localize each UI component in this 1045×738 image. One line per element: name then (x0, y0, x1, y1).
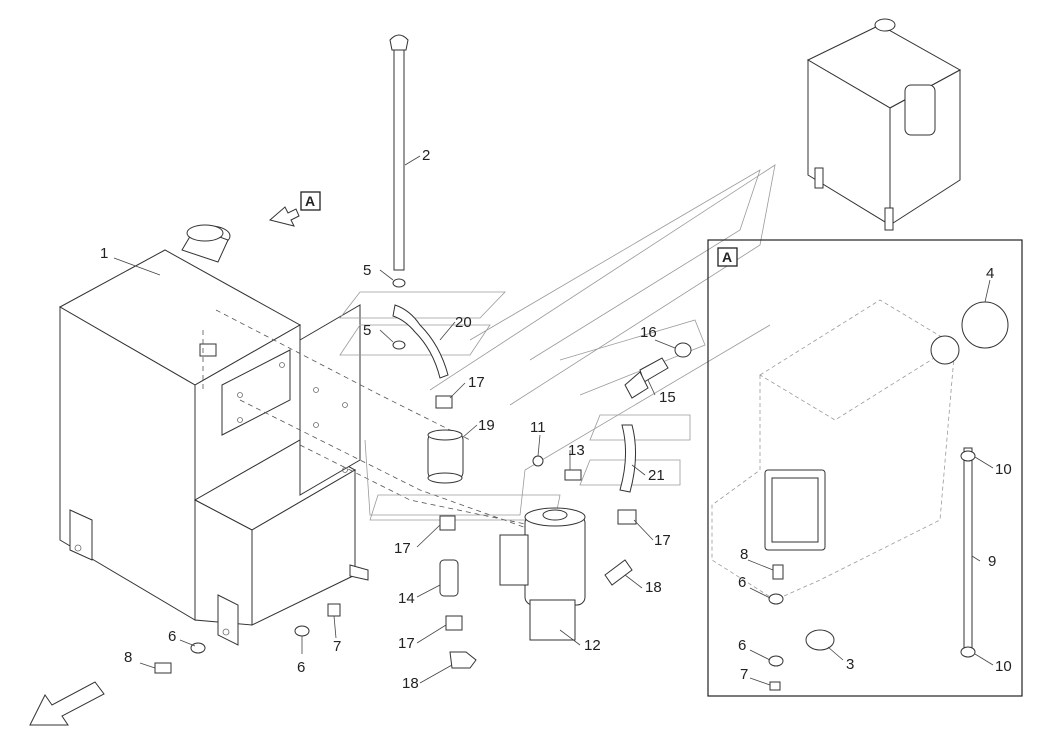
callout-7: 7 (333, 638, 341, 655)
callout-10: 10 (995, 658, 1012, 675)
hose (392, 304, 449, 379)
callout-17: 17 (394, 540, 411, 557)
detail-marker-a: A (717, 247, 738, 267)
cap (674, 342, 692, 358)
callout-8: 8 (124, 649, 132, 666)
callout-19: 19 (478, 417, 495, 434)
view-arrow-icon (268, 206, 300, 227)
sight-tube (963, 447, 973, 657)
callout-4: 4 (986, 265, 994, 282)
callout-6: 6 (738, 574, 746, 591)
callout-18: 18 (645, 579, 662, 596)
callout-13: 13 (568, 442, 585, 459)
washer (294, 625, 310, 637)
callout-20: 20 (455, 314, 472, 331)
view-marker-a: A (300, 191, 321, 211)
callout-16: 16 (640, 324, 657, 341)
o-ring (392, 278, 406, 288)
o-ring (392, 340, 406, 350)
callout-6: 6 (168, 628, 176, 645)
callout-5: 5 (363, 262, 371, 279)
fitting (617, 509, 637, 525)
nut (769, 681, 781, 691)
fitting (439, 515, 456, 531)
svg-text:A: A (722, 249, 732, 265)
elbow-fitting (639, 357, 669, 383)
callout-6: 6 (297, 659, 305, 676)
inset-tank-view (806, 18, 962, 231)
hydraulic-tank (58, 224, 369, 646)
callout-5: 5 (363, 322, 371, 339)
callout-11: 11 (530, 419, 546, 436)
detail-tank (711, 299, 1009, 601)
detail-a-frame (707, 239, 1023, 697)
elbow-fitting (604, 559, 633, 586)
hose (619, 424, 637, 493)
callout-9: 9 (988, 553, 996, 570)
clamp (960, 646, 976, 658)
bolt (772, 564, 784, 580)
fitting (445, 615, 463, 631)
washer (768, 593, 784, 605)
callout-3: 3 (846, 656, 854, 673)
washer (190, 642, 206, 654)
pipe (439, 559, 459, 597)
direction-arrow-icon (29, 681, 105, 726)
callout-7: 7 (740, 666, 748, 683)
return-filter (499, 507, 586, 641)
callout-12: 12 (584, 637, 601, 654)
washer (532, 455, 544, 467)
bolt (154, 662, 172, 674)
callout-17: 17 (398, 635, 415, 652)
inline-filter (427, 429, 464, 484)
callout-18: 18 (402, 675, 419, 692)
callout-15: 15 (659, 389, 676, 406)
nut (327, 603, 341, 617)
plug (805, 629, 835, 651)
elbow-fitting (624, 371, 649, 399)
callout-6: 6 (738, 637, 746, 654)
fitting (435, 395, 453, 409)
callout-14: 14 (398, 590, 415, 607)
callout-1: 1 (100, 245, 108, 262)
dipstick (389, 34, 409, 271)
callout-17: 17 (654, 532, 671, 549)
callout-21: 21 (648, 467, 665, 484)
washer (768, 655, 784, 667)
connector (564, 469, 582, 481)
callout-2: 2 (422, 147, 430, 164)
clamp (960, 450, 976, 462)
elbow-fitting (449, 651, 477, 669)
callout-17: 17 (468, 374, 485, 391)
callout-10: 10 (995, 461, 1012, 478)
svg-text:A: A (305, 193, 315, 209)
callout-8: 8 (740, 546, 748, 563)
